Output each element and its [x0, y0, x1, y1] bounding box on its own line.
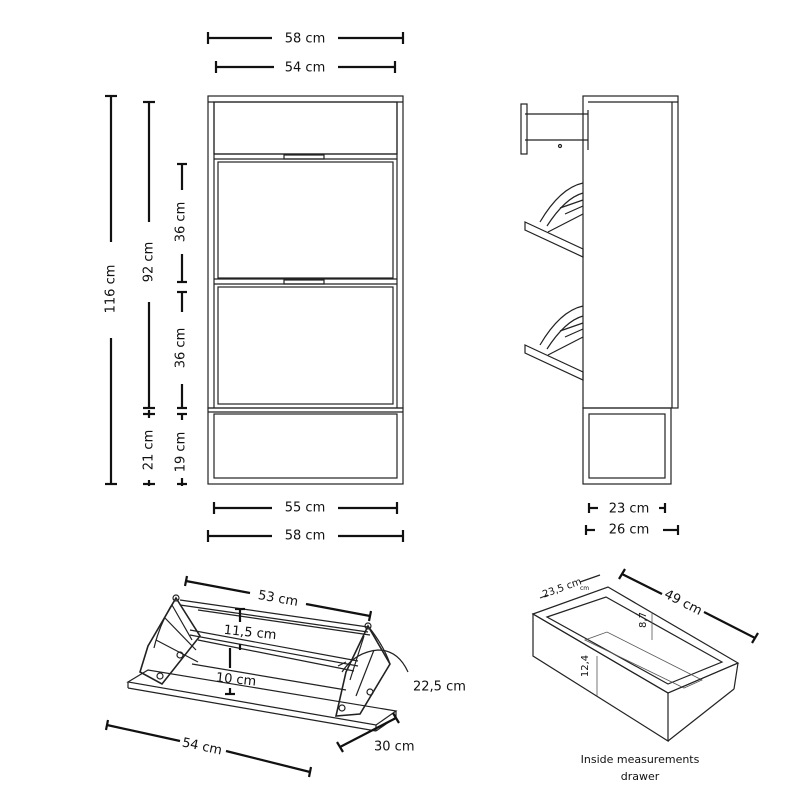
front-width-inner-label: 54 cm: [285, 61, 326, 76]
side-cabinet-outline: [582, 95, 679, 409]
front-base-inner-label: 19 cm: [174, 432, 189, 473]
front-flap-bottom-label: 36 cm: [174, 328, 189, 369]
front-view: 58 cm 54 cm 116 cm 92 cm 36 cm 36 cm: [104, 32, 405, 544]
compartment-base-depth-label: 30 cm: [374, 740, 415, 755]
front-flap-lower: [217, 286, 394, 405]
drawer-height-front-label: 12,4: [580, 655, 591, 677]
side-depth-inner-label: 23 cm: [609, 502, 650, 517]
compartment-right-bracket: [334, 624, 391, 717]
drawer-front-face: [532, 612, 669, 743]
front-base-frame: [207, 407, 404, 485]
drawer-top-rim: [531, 586, 740, 694]
front-bottom-outer-label: 58 cm: [285, 529, 326, 544]
drawer-caption-line1: Inside measurements: [581, 753, 700, 766]
side-flap-lower: [524, 344, 584, 381]
front-cabinet-outline: [207, 95, 404, 409]
compartment-height-lower-label: 10 cm: [215, 670, 257, 689]
compartment-base-board: [126, 669, 398, 726]
front-height-upper-label: 92 cm: [142, 242, 157, 283]
side-depth-outer-label: 26 cm: [609, 523, 650, 538]
drawer-view: 23,5 cm 49 cm 8,7 12,4 cm Inside measure…: [531, 568, 759, 783]
compartment-height-upper-label: 11,5 cm: [223, 623, 277, 643]
compartment-left-bracket: [139, 596, 201, 686]
compartment-view: 53 cm 11,5 cm 10 cm 22,5 cm 54 cm 30 cm: [104, 575, 466, 778]
compartment-length-label: 53 cm: [257, 588, 299, 610]
front-bottom-inner-label: 55 cm: [285, 501, 326, 516]
front-height-total-label: 116 cm: [104, 265, 119, 314]
front-width-outer-label: 58 cm: [285, 32, 326, 47]
front-flap-upper: [217, 161, 394, 279]
drawer-caption-line2: drawer: [621, 770, 660, 783]
front-flap-top-label: 36 cm: [174, 202, 189, 243]
front-base-outer-label: 21 cm: [142, 430, 157, 471]
compartment-angle-label: 22,5 cm: [413, 680, 466, 695]
drawer-height-back-label: 8,7: [638, 612, 649, 628]
drawer-width-label: 23,5 cm: [541, 576, 583, 600]
side-view: 23 cm 26 cm: [520, 95, 680, 538]
side-base-frame: [582, 407, 672, 485]
drawer-length-label: 49 cm: [662, 587, 705, 619]
side-flap-upper: [524, 221, 584, 258]
drawer-unit-label: cm: [580, 585, 589, 592]
compartment-base-length-label: 54 cm: [181, 735, 224, 758]
front-top-drawer: [213, 101, 398, 155]
